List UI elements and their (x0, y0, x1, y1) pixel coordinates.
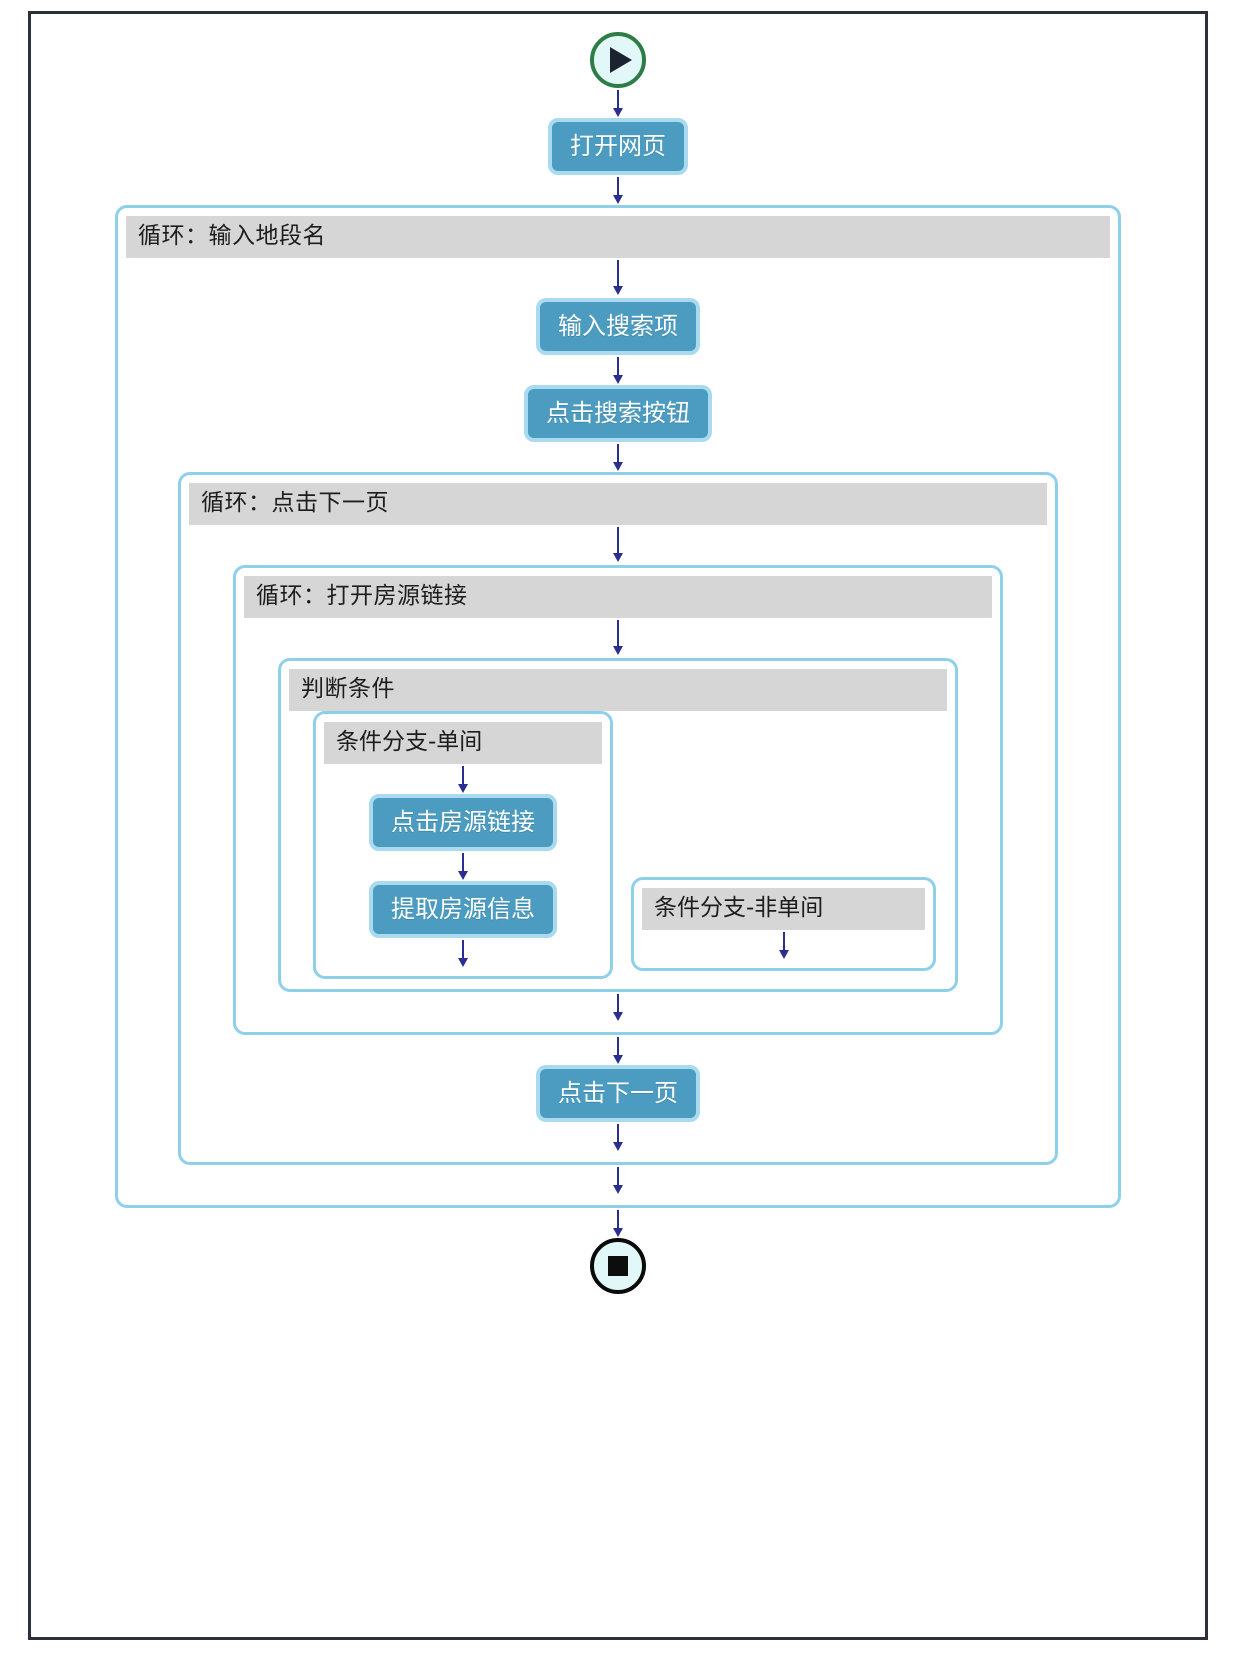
step-extract-info[interactable]: 提取房源信息 (369, 881, 557, 938)
arrow-shaft (462, 853, 464, 873)
step-click-search[interactable]: 点击搜索按钮 (524, 385, 712, 442)
condition-branch-single-body: 点击房源链接 (316, 764, 610, 968)
diagram-canvas: 打开网页 循环：输入地段名 输入搜索项 (28, 11, 1208, 1640)
loop-container-open-listing[interactable]: 循环：打开房源链接 判断条件 (233, 565, 1003, 1035)
arrow-shaft (617, 1167, 619, 1187)
arrow-shaft (617, 1210, 619, 1230)
connector-arrow (191, 1035, 1045, 1065)
arrow-head (778, 950, 789, 959)
loop-title-open-listing: 循环：打开房源链接 (244, 576, 992, 618)
loop-body-district: 输入搜索项 点击搜索按钮 循环：点击下一页 (118, 258, 1118, 1195)
step-row-open-page: 打开网页 (31, 118, 1205, 175)
step-open-page[interactable]: 打开网页 (548, 118, 688, 175)
loop-container-next-page[interactable]: 循环：点击下一页 循环：打开房源链接 (178, 472, 1058, 1165)
flowchart: 打开网页 循环：输入地段名 输入搜索项 (31, 14, 1205, 1637)
arrow-shaft (462, 940, 464, 960)
step-row-click-listing: 点击房源链接 (324, 794, 602, 851)
step-row-click-search: 点击搜索按钮 (128, 385, 1108, 442)
connector-arrow (128, 1165, 1108, 1195)
loop-container-district[interactable]: 循环：输入地段名 输入搜索项 点击搜索按钮 (115, 205, 1121, 1208)
arrow-head (613, 1055, 623, 1064)
stop-icon (608, 1256, 628, 1276)
connector-arrow (246, 618, 990, 658)
connector-arrow (31, 1208, 1205, 1238)
arrow-head (458, 871, 468, 880)
connector-arrow (31, 88, 1205, 118)
step-click-next-page[interactable]: 点击下一页 (536, 1065, 700, 1122)
arrow-head (613, 1185, 623, 1194)
arrow-shaft (617, 260, 619, 288)
condition-title: 判断条件 (289, 669, 947, 711)
connector-arrow (128, 258, 1108, 298)
end-node[interactable] (590, 1238, 646, 1294)
arrow-head (458, 958, 468, 967)
connector-arrow (128, 442, 1108, 472)
arrow-head (613, 553, 623, 562)
connector-arrow (246, 992, 990, 1022)
step-row-input-search: 输入搜索项 (128, 298, 1108, 355)
loop-body-open-listing: 判断条件 条件分支-单间 (236, 618, 1000, 1022)
arrow-shaft (617, 444, 619, 464)
arrow-head (613, 108, 623, 117)
arrow-head (613, 646, 623, 655)
end-node-row (31, 1238, 1205, 1294)
connector-arrow (191, 525, 1045, 565)
loop-title-district: 循环：输入地段名 (126, 216, 1110, 258)
condition-branch-non-single-body (634, 930, 933, 960)
connector-arrow (191, 1122, 1045, 1152)
step-click-listing[interactable]: 点击房源链接 (369, 794, 557, 851)
condition-branch-non-single[interactable]: 条件分支-非单间 (631, 877, 936, 971)
arrow-shaft (462, 766, 464, 786)
arrow-head (613, 286, 623, 295)
connector-arrow (324, 764, 602, 794)
start-node[interactable] (590, 32, 646, 88)
loop-body-next-page: 循环：打开房源链接 判断条件 (181, 525, 1055, 1152)
connector-arrow (324, 938, 602, 968)
arrow-shaft (617, 1037, 619, 1057)
arrow-shaft (617, 620, 619, 648)
start-node-row (31, 32, 1205, 88)
arrow-shaft (617, 357, 619, 377)
step-input-search[interactable]: 输入搜索项 (536, 298, 700, 355)
connector-arrow (324, 851, 602, 881)
arrow-head (613, 1012, 623, 1021)
connector-arrow (642, 930, 925, 960)
loop-title-next-page: 循环：点击下一页 (189, 483, 1047, 525)
condition-branches: 条件分支-单间 (291, 711, 945, 979)
condition-container[interactable]: 判断条件 条件分支-单间 (278, 658, 958, 992)
arrow-shaft (617, 177, 619, 197)
arrow-head (613, 462, 623, 471)
arrow-head (613, 375, 623, 384)
condition-branch-single-title: 条件分支-单间 (324, 722, 602, 764)
arrow-head (613, 1228, 623, 1237)
arrow-shaft (782, 932, 785, 952)
condition-body: 条件分支-单间 (281, 711, 955, 979)
condition-branch-single[interactable]: 条件分支-单间 (313, 711, 613, 979)
play-icon (610, 47, 632, 73)
arrow-shaft (617, 1124, 619, 1144)
condition-branch-non-single-title: 条件分支-非单间 (642, 888, 925, 930)
step-row-extract-info: 提取房源信息 (324, 881, 602, 938)
arrow-head (458, 784, 468, 793)
step-row-click-next-page: 点击下一页 (191, 1065, 1045, 1122)
arrow-shaft (617, 527, 619, 555)
arrow-shaft (617, 994, 619, 1014)
arrow-shaft (617, 90, 619, 110)
arrow-head (613, 195, 623, 204)
connector-arrow (128, 355, 1108, 385)
arrow-head (613, 1142, 623, 1151)
connector-arrow (31, 175, 1205, 205)
